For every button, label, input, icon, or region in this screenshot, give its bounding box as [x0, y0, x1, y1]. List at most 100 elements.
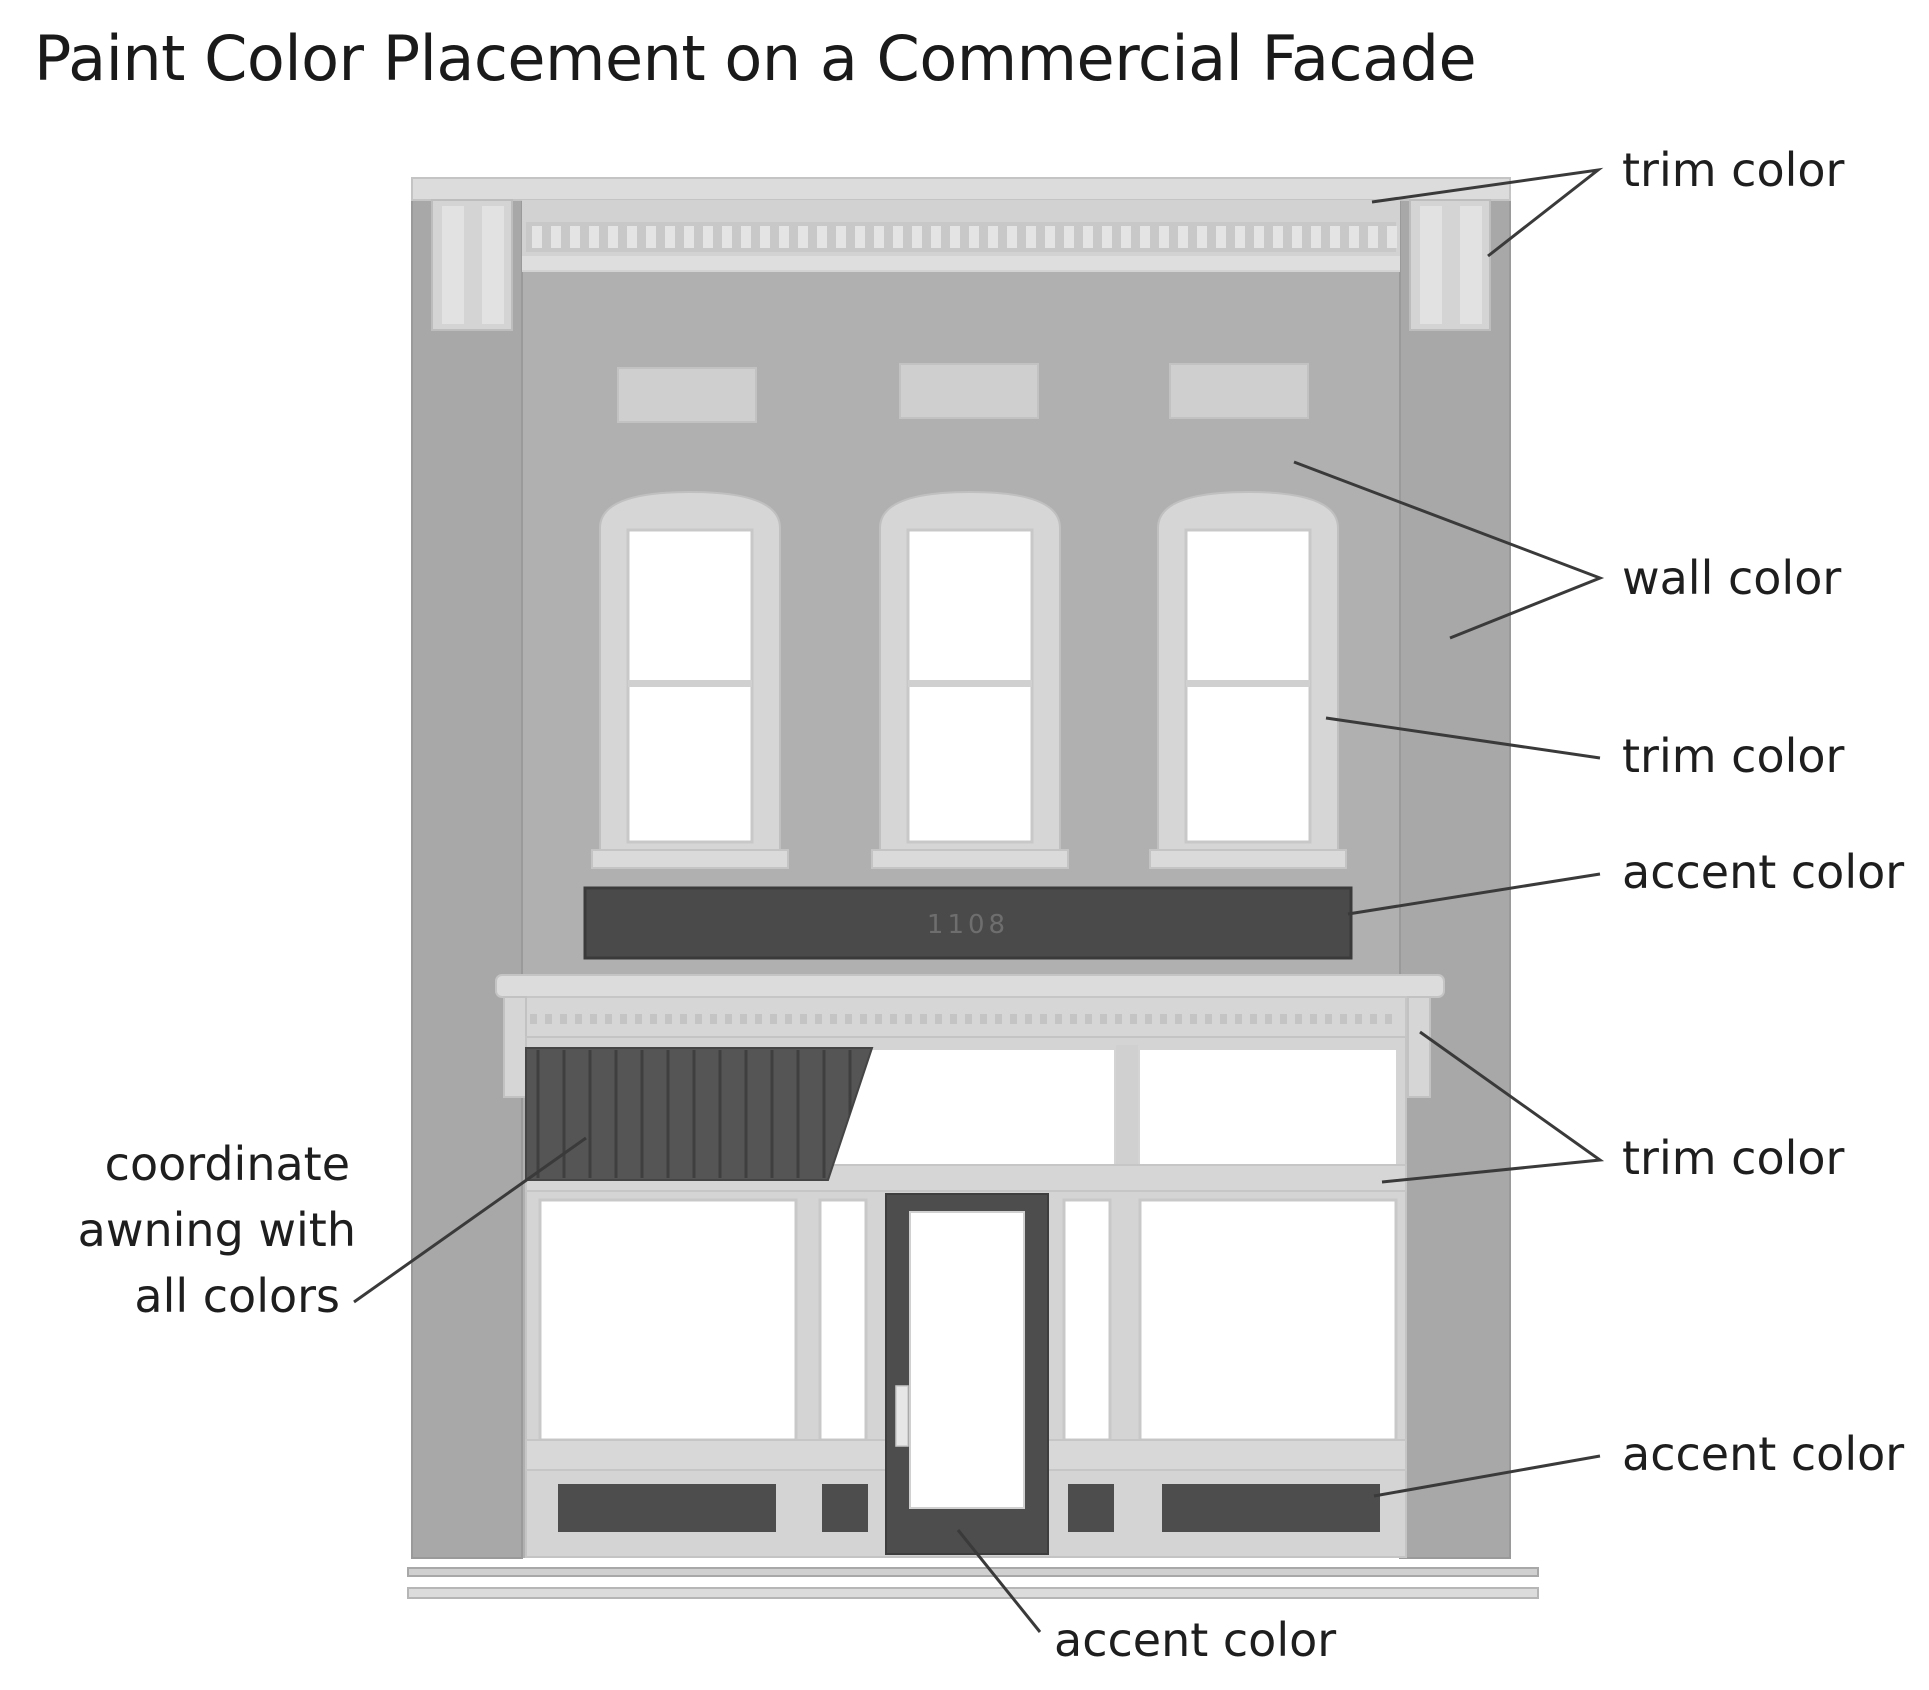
- storefront-cornice-dentils: [530, 1014, 1392, 1024]
- storefront-dentil: [1190, 1014, 1197, 1024]
- cornice-dentil: [1235, 226, 1245, 248]
- upper-panel-center: [899, 363, 1039, 419]
- storefront-dentil: [905, 1014, 912, 1024]
- cornice-dentil: [988, 226, 998, 248]
- storefront-dentil: [1265, 1014, 1272, 1024]
- storefront-dentil: [950, 1014, 957, 1024]
- storefront-right-bracket: [1407, 996, 1431, 1098]
- storefront-dentil: [590, 1014, 597, 1024]
- transom-window-right: [1140, 1050, 1396, 1165]
- storefront-dentil: [845, 1014, 852, 1024]
- cornice-dentil: [1254, 226, 1264, 248]
- cornice-dentil: [950, 226, 960, 248]
- leader-wall: [1293, 460, 1605, 640]
- upper-window-right: [1149, 490, 1347, 869]
- storefront-dentil: [755, 1014, 762, 1024]
- door-handle: [895, 1385, 909, 1447]
- cornice-dentil: [589, 226, 599, 248]
- cornice-dentil: [1216, 226, 1226, 248]
- storefront-dentil: [800, 1014, 807, 1024]
- cornice-dentil: [570, 226, 580, 248]
- cornice-dentil-band: [526, 222, 1396, 252]
- callout-awning-line2: awning with: [78, 1203, 356, 1257]
- storefront-dentil: [1280, 1014, 1287, 1024]
- cornice-dentil: [893, 226, 903, 248]
- upper-window-center: [871, 490, 1069, 869]
- storefront-dentil: [560, 1014, 567, 1024]
- cornice-dentil: [1368, 226, 1378, 248]
- storefront-dentil: [980, 1014, 987, 1024]
- storefront-dentil: [740, 1014, 747, 1024]
- cornice-dentil: [855, 226, 865, 248]
- page-title: Paint Color Placement on a Commercial Fa…: [34, 22, 1477, 95]
- sidelight-right: [1062, 1198, 1112, 1442]
- cornice-dentil: [665, 226, 675, 248]
- cornice-dentil: [627, 226, 637, 248]
- callout-kick-panels: accent color: [1622, 1427, 1904, 1481]
- cornice-dentil: [551, 226, 561, 248]
- cornice-dentil: [817, 226, 827, 248]
- storefront-dentil: [1070, 1014, 1077, 1024]
- leader-cornice-trim: [1371, 167, 1604, 258]
- cornice-dentil: [722, 226, 732, 248]
- storefront-dentil: [605, 1014, 612, 1024]
- cornice-cap: [411, 177, 1511, 201]
- storefront-dentil: [1040, 1014, 1047, 1024]
- cornice-dentil: [1140, 226, 1150, 248]
- callout-wall: wall color: [1622, 551, 1841, 605]
- storefront-dentil: [920, 1014, 927, 1024]
- cornice-dentil: [1330, 226, 1340, 248]
- storefront-dentil: [770, 1014, 777, 1024]
- upper-panel-right: [1169, 363, 1309, 419]
- storefront-left-bracket: [503, 996, 527, 1098]
- cornice-dentil: [608, 226, 618, 248]
- cornice-dentil: [646, 226, 656, 248]
- building: 1108: [407, 177, 1539, 1599]
- cornice-dentil: [760, 226, 770, 248]
- cornice-dentil: [1159, 226, 1169, 248]
- storefront-dentil: [1100, 1014, 1107, 1024]
- leader-lines: [353, 167, 1605, 1633]
- kick-panel-left: [558, 1484, 776, 1532]
- cornice-dentil: [741, 226, 751, 248]
- cornice-dentil: [1197, 226, 1207, 248]
- upper-panel-left: [617, 367, 757, 423]
- storefront-dentil: [1310, 1014, 1317, 1024]
- leader-window-trim: [1325, 716, 1601, 760]
- storefront-dentil: [1130, 1014, 1137, 1024]
- storefront-dentil: [785, 1014, 792, 1024]
- cornice-dentil: [912, 226, 922, 248]
- cornice-dentil: [969, 226, 979, 248]
- awning: [525, 1047, 874, 1181]
- storefront-dentil: [620, 1014, 627, 1024]
- storefront-dentil: [665, 1014, 672, 1024]
- sidelight-left: [818, 1198, 868, 1442]
- cornice-dentil: [684, 226, 694, 248]
- storefront-dentil: [1145, 1014, 1152, 1024]
- callout-window-trim: trim color: [1622, 729, 1845, 783]
- storefront-dentil: [1355, 1014, 1362, 1024]
- cornice-dentil: [836, 226, 846, 248]
- storefront-dentil: [530, 1014, 537, 1024]
- leader-sign-band: [1347, 872, 1601, 916]
- storefront-dentil: [1220, 1014, 1227, 1024]
- storefront-dentil: [1010, 1014, 1017, 1024]
- cornice-dentil: [1064, 226, 1074, 248]
- storefront-dentil: [815, 1014, 822, 1024]
- storefront-dentil: [1325, 1014, 1332, 1024]
- storefront-dentil: [650, 1014, 657, 1024]
- leader-kick-panel: [1373, 1454, 1601, 1498]
- upper-window-left: [591, 490, 789, 869]
- cornice-dentil: [798, 226, 808, 248]
- right-pilaster: [1399, 177, 1511, 1559]
- cornice-dentil: [1292, 226, 1302, 248]
- cornice-dentil: [1387, 226, 1397, 248]
- storefront-dentil: [965, 1014, 972, 1024]
- leader-storefront-trim: [1381, 1030, 1605, 1184]
- door-glass: [909, 1211, 1025, 1509]
- transom-mullion: [1116, 1045, 1138, 1173]
- cornice-dentil: [931, 226, 941, 248]
- kick-panel-right-small: [1068, 1484, 1114, 1532]
- cornice-dentil: [1007, 226, 1017, 248]
- callout-sign-band: accent color: [1622, 845, 1904, 899]
